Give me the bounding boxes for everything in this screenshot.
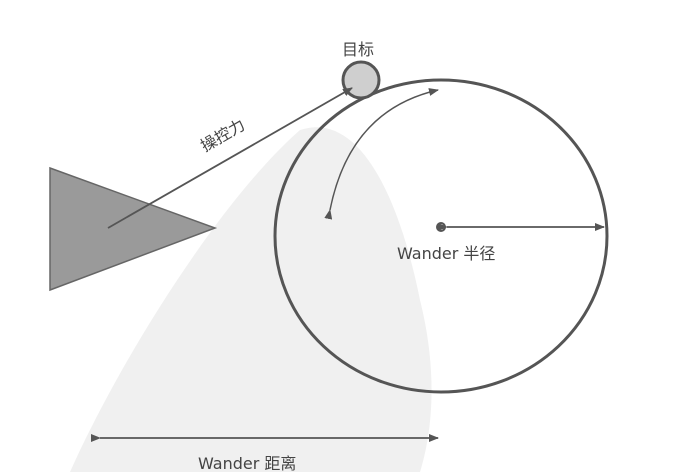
agent-triangle	[49, 166, 218, 292]
target-point	[341, 60, 381, 100]
watermark	[70, 127, 432, 472]
circle-center	[436, 222, 446, 232]
wander-distance-label: Wander 距离	[198, 454, 297, 472]
wander-circle	[273, 78, 609, 394]
wander-radius-label: Wander 半径	[397, 244, 496, 263]
target-label: 目标	[342, 40, 375, 59]
wander-direction-arrow	[324, 88, 439, 220]
steering-force-arrow	[107, 87, 353, 229]
